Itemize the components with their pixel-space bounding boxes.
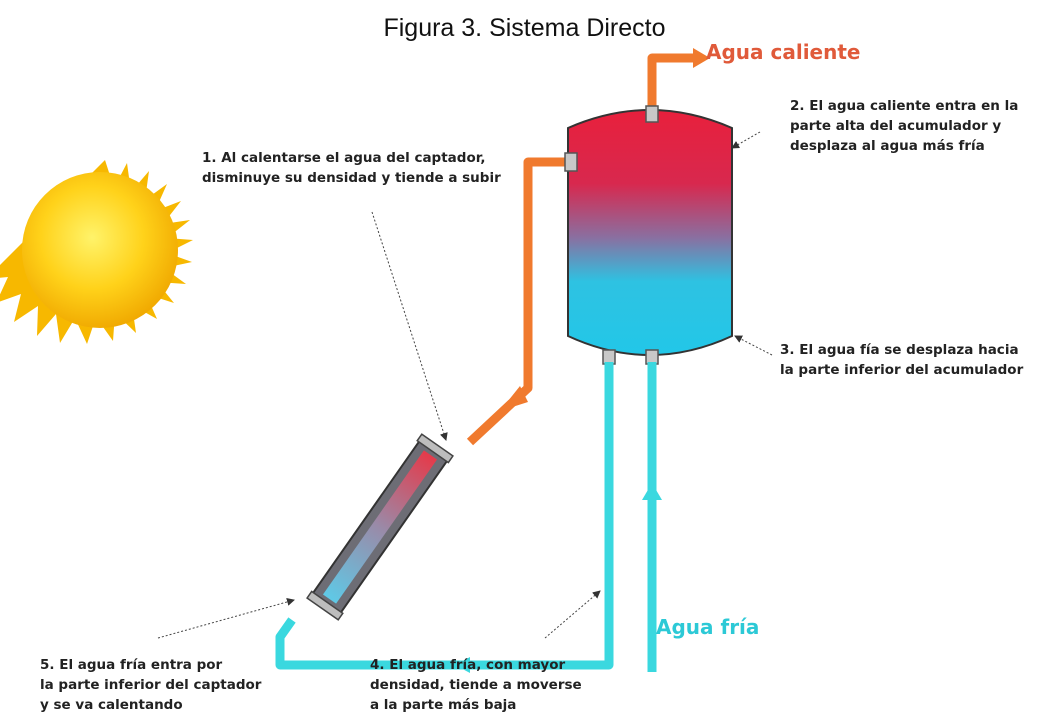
note-1: 1. Al calentarse el agua del captador, d… [202,148,501,188]
cold-return-arrow [455,657,470,673]
note-4-line-3: a la parte más baja [370,697,517,713]
note-5-line-1: 5. El agua fría entra por [40,657,223,673]
storage-tank [564,105,733,365]
hot-water-label: Agua caliente [706,40,861,64]
note-1-line-1: 1. Al calentarse el agua del captador, [202,150,486,166]
leader-line-1 [371,211,448,441]
leader-lines [157,131,773,639]
solar-collector [306,433,454,621]
note-3-line-1: 3. El agua fía se desplaza hacia [780,342,1019,358]
tank-side-fitting [564,152,578,172]
note-5-line-3: y se va calentando [40,697,183,713]
leader-line-5 [157,598,295,639]
leader-line-4 [544,590,601,639]
hot-pipe [466,157,572,446]
note-2-line-2: parte alta del acumulador y [790,118,1002,134]
note-1-line-2: disminuye su densidad y tiende a subir [202,170,501,186]
note-2: 2. El agua caliente entra en la parte al… [790,96,1018,156]
note-4: 4. El agua fría, con mayor densidad, tie… [370,655,582,715]
leader-line-2 [731,131,761,149]
sun-icon [0,160,193,344]
note-5: 5. El agua fría entra por la parte infer… [40,655,261,715]
hot-outlet-pipe [647,53,696,112]
cold-inlet-arrow [642,483,662,500]
tank-bottom-fitting-right [645,349,659,365]
figure-caption: Figura 3. Sistema Directo [383,14,666,42]
note-3-line-2: la parte inferior del acumulador [780,362,1024,378]
note-4-line-1: 4. El agua fría, con mayor [370,657,566,673]
tank-top-fitting [645,105,659,123]
note-5-line-2: la parte inferior del captador [40,677,262,693]
note-4-line-2: densidad, tiende a moverse [370,677,582,693]
cold-return-pipe [275,362,614,670]
tank-bottom-fitting-left [602,349,616,365]
note-2-line-3: desplaza al agua más fría [790,138,985,154]
leader-line-3 [734,335,773,356]
hot-outlet-arrow [693,48,710,68]
note-3: 3. El agua fía se desplaza hacia la part… [780,340,1023,380]
note-2-line-1: 2. El agua caliente entra en la [790,98,1019,114]
cold-water-label: Agua fría [656,615,760,639]
hot-pipe-arrow [500,386,528,411]
